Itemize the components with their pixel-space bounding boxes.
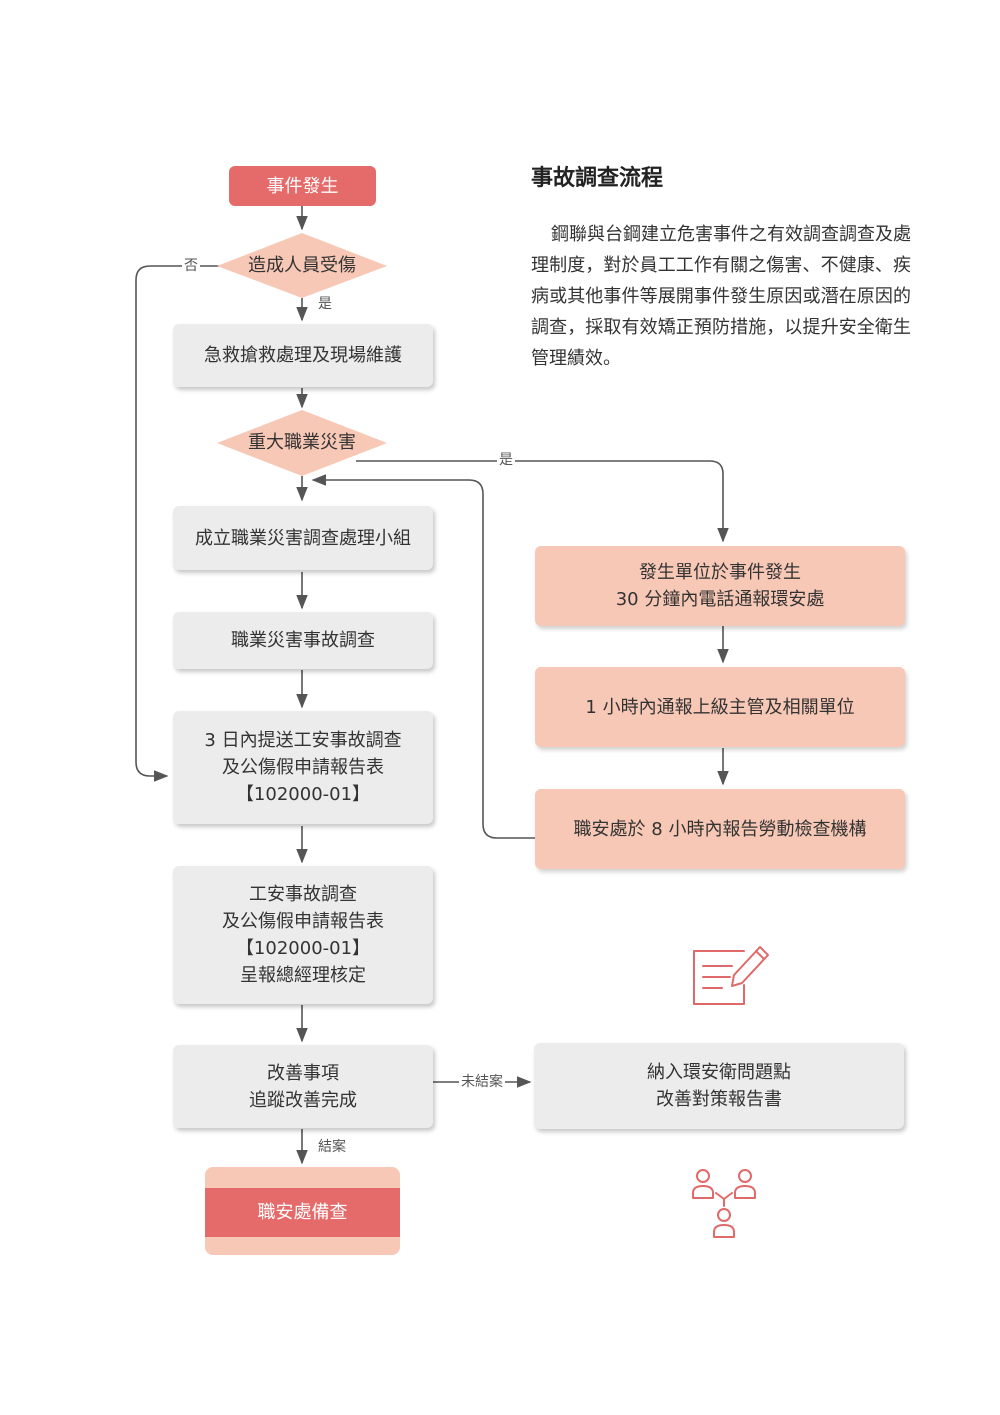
- node-approve-report-line4: 呈報總經理核定: [240, 965, 366, 986]
- node-start-label: 事件發生: [266, 175, 339, 197]
- edge-label-closed: 結案: [318, 1139, 346, 1155]
- node-approve-report-line1: 工安事故調查: [249, 884, 357, 905]
- node-investigate: 職業災害事故調查: [173, 612, 433, 669]
- node-end-band: 職安處備查: [205, 1188, 400, 1237]
- node-notify-30min-line1: 發生單位於事件發生: [639, 562, 801, 583]
- edge-label-not-closed: 未結案: [459, 1074, 505, 1090]
- node-report-8hr-label: 職安處於 8 小時內報告勞動檢查機構: [573, 818, 867, 840]
- arrow-injury-no-to-submit: [135, 265, 220, 782]
- node-approve-report-line2: 及公傷假申請報告表: [222, 911, 384, 932]
- diamond-injury-check: [217, 233, 387, 298]
- edge-label-yes-major: 是: [497, 452, 515, 468]
- node-investigate-label: 職業災害事故調查: [231, 630, 375, 651]
- node-submit-report: 3 日內提送工安事故調查 及公傷假申請報告表 【102000-01】: [173, 711, 433, 824]
- section-description: 鋼聯與台鋼建立危害事件之有效調查調查及處理制度，對於員工工作有關之傷害、不健康、…: [531, 224, 911, 369]
- node-approve-report: 工安事故調查 及公傷假申請報告表 【102000-01】 呈報總經理核定: [173, 866, 433, 1004]
- node-start: 事件發生: [229, 166, 376, 206]
- node-improve-items: 改善事項 追蹤改善完成: [173, 1045, 433, 1128]
- node-notify-1hr-label: 1 小時內通報上級主管及相關單位: [585, 696, 855, 718]
- node-end-label: 職安處備查: [257, 1202, 348, 1223]
- node-improve-items-line1: 改善事項: [267, 1062, 339, 1084]
- node-form-team-label: 成立職業災害調查處理小組: [195, 527, 411, 549]
- node-first-aid: 急救搶救處理及現場維護: [173, 324, 433, 387]
- node-submit-report-line3: 【102000-01】: [235, 784, 371, 805]
- document-pen-icon: [693, 946, 769, 1005]
- arrow-report8-back-to-team: [311, 474, 535, 839]
- node-approve-report-line3: 【102000-01】: [235, 938, 371, 959]
- node-improve-items-line2: 追蹤改善完成: [249, 1089, 357, 1111]
- arrow-major-yes-to-notify: [356, 460, 729, 543]
- node-submit-report-line1: 3 日內提送工安事故調查: [204, 730, 402, 751]
- node-injury-check-label: 造成人員受傷: [248, 255, 356, 276]
- node-first-aid-label: 急救搶救處理及現場維護: [204, 345, 402, 366]
- node-report-8hr: 職安處於 8 小時內報告勞動檢查機構: [535, 789, 905, 869]
- edge-label-no: 否: [182, 258, 200, 274]
- node-submit-report-line2: 及公傷假申請報告表: [222, 757, 384, 778]
- people-network-icon: [692, 1169, 756, 1238]
- node-notify-30min-line2: 30 分鐘內電話通報環安處: [615, 589, 825, 610]
- node-major-check-label: 重大職業災害: [248, 432, 356, 453]
- node-include-issue-line1: 納入環安衛問題點: [647, 1062, 791, 1083]
- node-notify-30min: 發生單位於事件發生 30 分鐘內電話通報環安處: [535, 546, 905, 626]
- diamond-major-check: [217, 410, 387, 476]
- node-include-issue: 納入環安衛問題點 改善對策報告書: [534, 1043, 904, 1129]
- node-form-team: 成立職業災害調查處理小組: [173, 506, 433, 570]
- section-title: 事故調查流程: [531, 166, 664, 191]
- node-notify-1hr: 1 小時內通報上級主管及相關單位: [535, 667, 905, 747]
- node-include-issue-line2: 改善對策報告書: [656, 1089, 782, 1110]
- edge-label-yes-injury: 是: [318, 296, 332, 312]
